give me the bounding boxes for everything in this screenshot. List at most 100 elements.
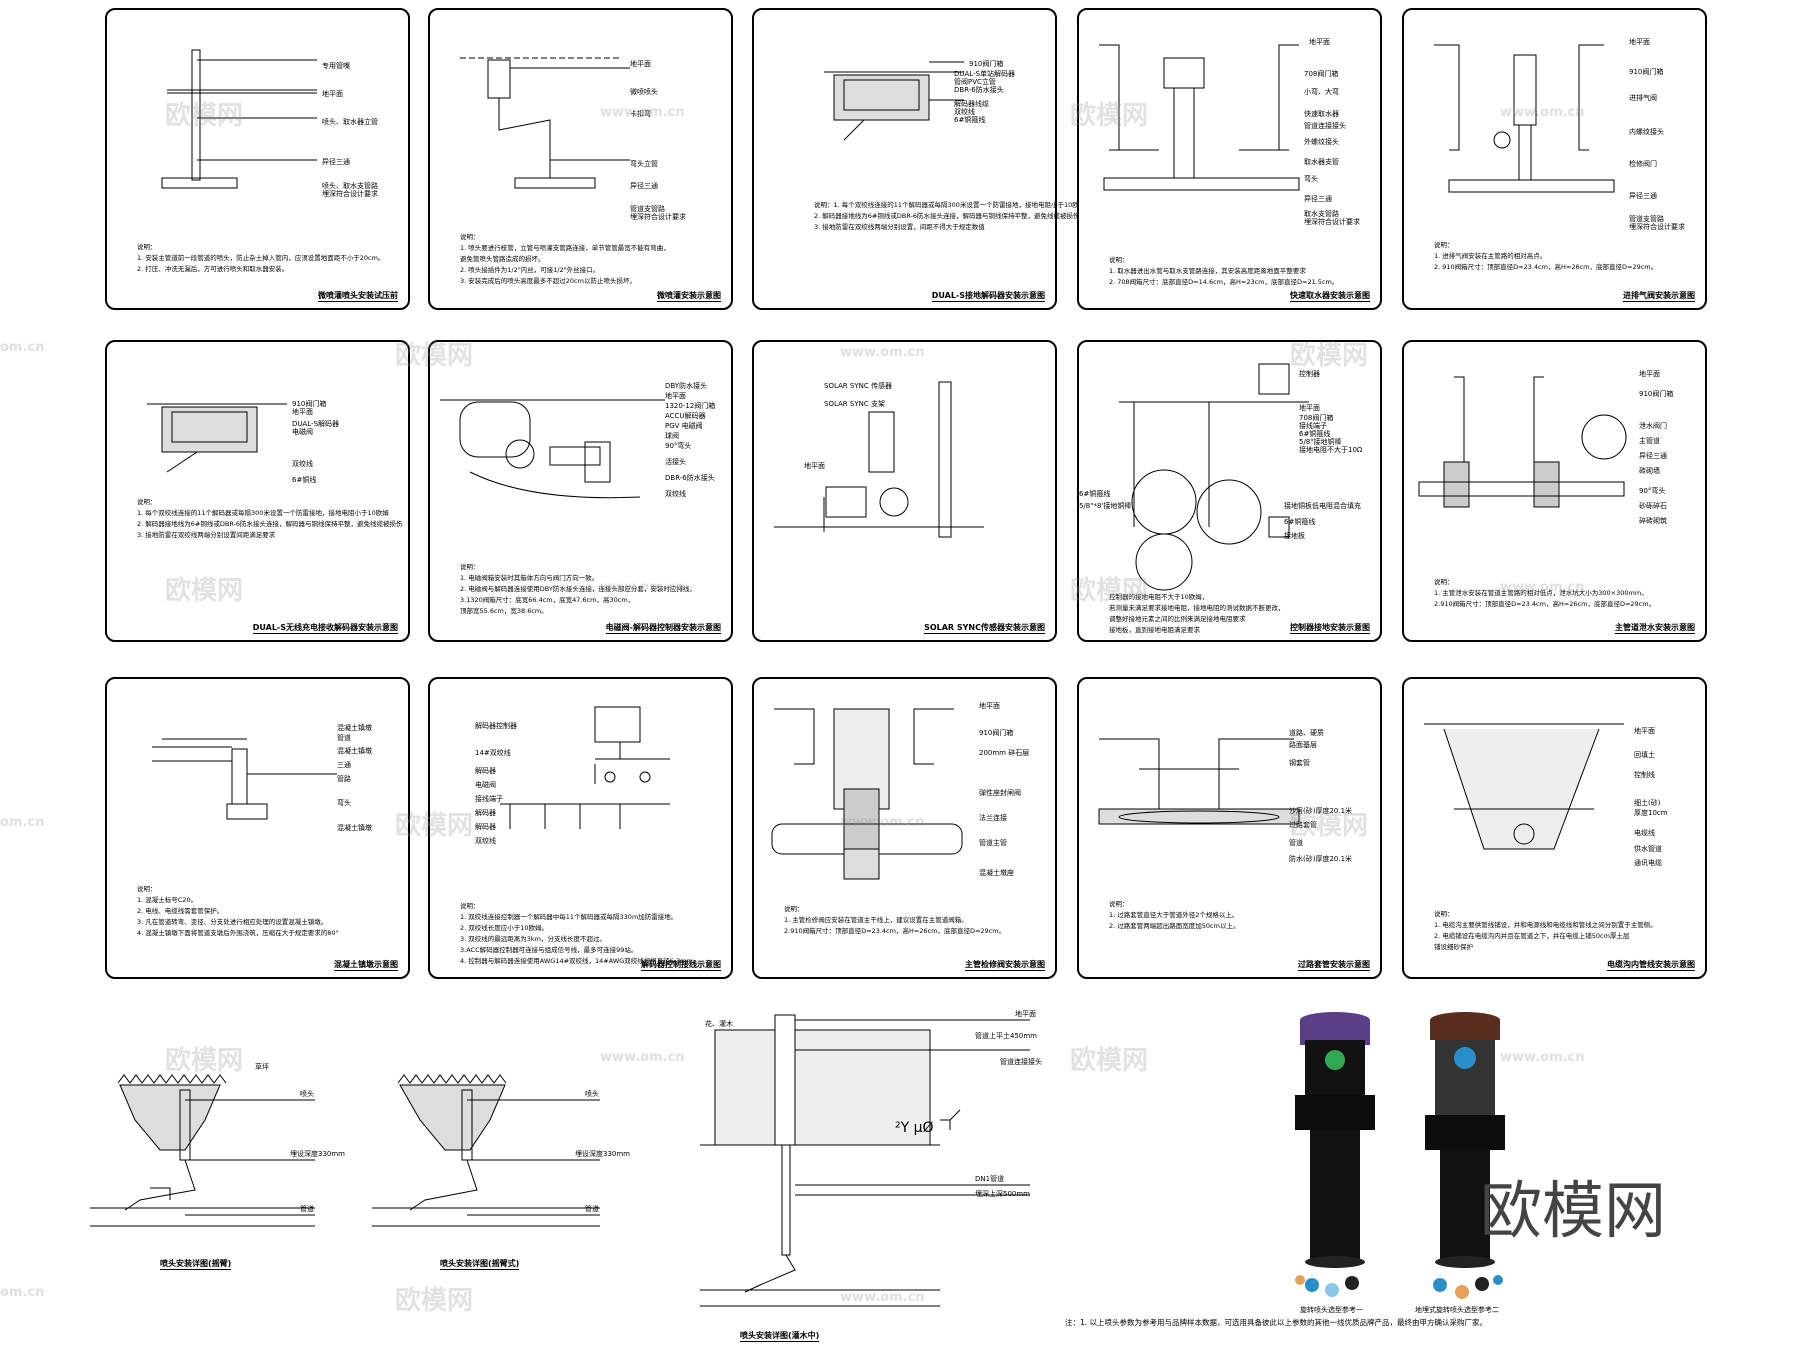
d3-label-0: 花、灌木 [705,1020,733,1028]
panel-schematic [1418,376,1627,508]
callout-label: 异径三通 [1639,452,1667,460]
callout-label: 钢套管 [1289,759,1310,767]
panel-notes: 说明： 1. 每个双绞线连接的11个解码器或每隔300米设置一个防雷接地，接地电阻… [137,497,403,541]
d1-label-1: 喷头 [300,1090,314,1098]
callout-label: 路面基层 [1289,741,1317,749]
note-line: 1. 双绞线连接控制器一个解码器中每11个解码器或每隔330m加防雷接地。 [460,913,678,921]
note-line: 3. 安装完成后的喷头高度最多不超过20cm以防止喷头损坏。 [460,277,636,285]
callout-label: 解码器 [475,809,496,817]
d3-label-5: 埋深上深500mm [975,1190,1030,1198]
callout-label: 埋深符合设计要求 [1629,223,1685,231]
callout-label: 异径三通 [630,182,658,190]
panel-title: 微喷灌喷头安装试压前 [318,291,398,302]
callout-label: 取水器支管 [1304,158,1339,166]
callout-label: 解码器 [475,823,496,831]
panel-notes: 说明：1. 主管泄水安装在管道主管路的相对低点，泄水坑大小为300×300mm。… [1434,577,1655,610]
callout-label: DUAL-S解码器 [292,420,340,428]
callout-label: 通讯电缆 [1634,859,1662,867]
sprinkler-detail-3: ²Y μØ [700,1014,1030,1307]
callout-label: 碎砖砌筑 [1639,517,1667,525]
note-line: 调整好接地元素之间的比例来满足接地电阻要求 [1109,615,1246,623]
detail-panel: 专用管嘴地平面喷头、取水器立管异径三通喷头、取水支管路埋深符合设计要求说明：1.… [105,8,410,310]
callout-label: 910阀门箱 [292,400,327,408]
callout-label: 地平面 [665,392,686,400]
callout-label: 电磁阀 [292,428,313,436]
callout-label: 接线端子 [1299,422,1327,430]
note-line: 铺设细砂保护 [1434,943,1473,951]
note-line: 说明： [1109,900,1129,908]
note-line: 2. 解码器接地线为6#铜线或DBR-6防水接头连接，解码器与铜线保持平整，避免… [137,520,403,528]
callout-label: 检修阀门 [1629,160,1657,168]
note-line: 3.1320阀箱尺寸：底宽66.4cm，底宽47.6cm，高30cm， [460,596,635,604]
note-line: 1. 取水器进出水管与取水支管路连接，其安装高度距离地面平整要求 [1109,267,1306,275]
callout-label: 6#铜箍线 [954,116,986,124]
d1-label-2: 埋设深度330mm [290,1150,345,1158]
callout-label: 防水(砂)厚度20.1米 [1289,855,1353,863]
callout-label: 708阀门箱 [1304,70,1339,78]
callout-label: 弯头 [337,799,351,807]
callout-label: 管道主管 [979,839,1007,847]
callout-label: DBY防水接头 [665,382,708,390]
panel-title: SOLAR SYNC传感器安装示意图 [924,623,1045,634]
note-line: 3. 接地防雷在双绞线两端分别设置，间距不得大于规定数值 [814,223,985,231]
note-line: 说明： [460,902,480,910]
callout-label: 708阀门箱 [1299,414,1334,422]
panel-notes: 说明： 1. 取水器进出水管与取水支管路连接，其安装高度距离地面平整要求 2. 70… [1109,255,1338,288]
note-line: 1. 过路套管直径大于管道外径2个规格以上。 [1109,911,1239,919]
panel-notes: 说明：1. 喷头要进行枝管，立管与喷灌支管路连接，单节管管最宽不能有弯曲， 避免… [460,232,670,287]
callout-label: 电磁阀 [475,781,496,789]
note-line: 1. 每个双绞线连接的11个解码器或每隔300米设置一个防雷接地，接地电阻小于1… [137,509,389,517]
callout-label: 埋深符合设计要求 [1304,218,1360,226]
callout-label: 90°弯头 [665,442,692,450]
panel-schematic [161,49,317,189]
panel-schematic [771,708,963,880]
callout-label: 喷头、取水器立管 [322,118,378,126]
panel-schematic [1099,44,1300,191]
note-line: 2. 打压、冲洗无漏后，方可进行喷头和取水器安装。 [137,265,289,273]
panel-schematic [500,706,670,829]
note-line: 说明： [137,243,157,251]
callout-label: 混凝土镇墩 [337,724,372,732]
detail-panel: 混凝土镇墩管道混凝土镇墩三通管路弯头混凝土镇墩说明：1. 混凝土标号C20。2.… [105,677,410,979]
note-line: 说明：1. 每个双绞线连接的11个解码器或每隔300米设置一个防雷接地，接地电阻… [814,201,1086,209]
panel-schematic [147,403,287,473]
callout-label: 外螺纹接头 [1304,138,1339,146]
note-line: 2. 电磁阀与解码器连接使用DBY防水接头连接，连接头部应分套，安装时应排线。 [460,585,696,593]
note-line: 2.910阀箱尺寸：顶部直径D=23.4cm，高H=26cm，底部直径D=29c… [784,927,1006,935]
callout-label: 1320-12阀门箱 [665,402,716,410]
callout-label: 砂砾碎石 [1639,502,1667,510]
callout-label: ACCU解码器 [665,412,706,420]
note-line: 说明： [1109,256,1129,264]
callout-label: 双绞线 [665,490,686,498]
callout-label: 混凝土镇墩 [337,824,372,832]
callout-label: 细土(砂) [1634,799,1661,807]
panel-title: 电磁阀-解码器控制器安装示意图 [605,623,721,634]
panel-schematic [152,738,337,820]
callout-label: 6#铜箍线 [1284,518,1316,526]
callout-label: 管道 [337,734,351,742]
d3-label-1: 地平面 [1015,1010,1036,1018]
detail-panel: 道路、硬质路面基层钢套管沙层(砂)厚度20.1米过路套管管道防水(砂)厚度20.… [1077,677,1382,979]
note-line: 说明： [137,885,157,893]
callout-label: 活接头 [665,458,686,466]
callout-label: 法兰连接 [979,814,1007,822]
callout-label: 管道支管路 [1629,215,1664,223]
callout-label: 内螺纹接头 [1629,128,1664,136]
callout-label: 910阀门箱 [1639,390,1674,398]
callout-label: 6#铜箍线 [1079,490,1111,498]
callout-label: 喷头、取水支管路 [322,182,378,190]
callout-label: 卡扣弯 [630,110,651,118]
note-line: 2. 910阀箱尺寸：顶部直径D=23.4cm，高H=26cm，底部直径D=29… [1434,263,1658,271]
note-line: 1. 电缆沟主要供管线铺设，并和电源线和电缆线和管线之间分别置于主管侧。 [1434,921,1657,929]
note-line: 2. 解码器接地线为6#铜线或DBR-6防水接头连接，解码器与铜线保持平整，避免… [814,212,1080,220]
callout-label: 双绞线 [475,837,496,845]
note-line: 说明： [1434,241,1454,249]
note-line: 说明： [137,498,157,506]
callout-label: 接地电阻不大于10Ω [1299,446,1363,454]
callout-label: 双绞线 [292,460,313,468]
note-line: 2. 708阀箱尺寸：底部直径D=14.6cm，高H=23cm，底部直径D=21… [1109,278,1339,286]
note-line: 3.ACC解码器控制器可连接与组成信号线，最多可连接99站。 [460,946,638,954]
